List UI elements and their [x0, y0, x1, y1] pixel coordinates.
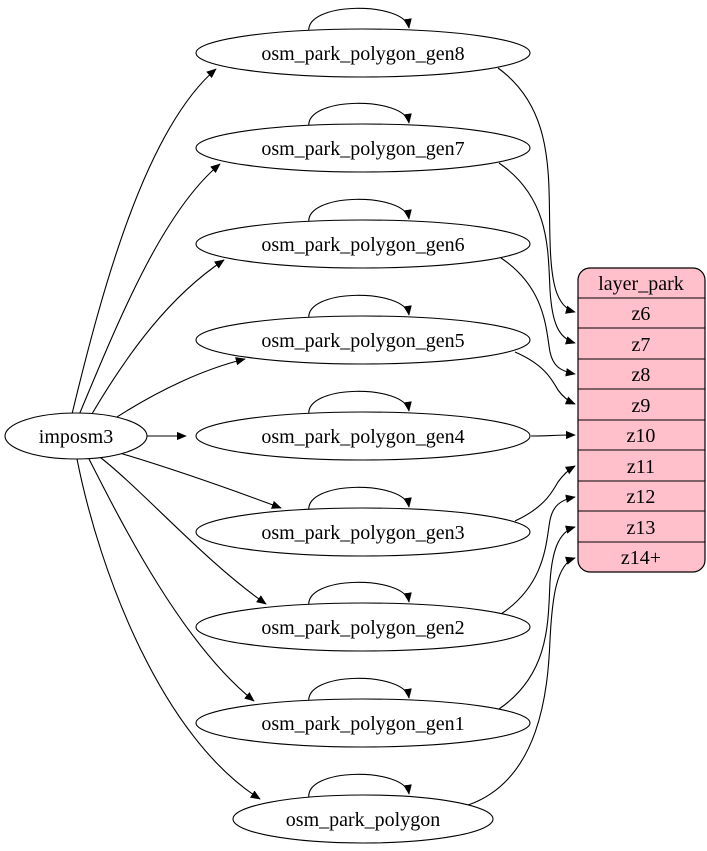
node-osm-park-polygon-gen2: osm_park_polygon_gen2 [195, 602, 531, 652]
node-label: osm_park_polygon_gen4 [261, 426, 464, 448]
node-osm-park-polygon: osm_park_polygon [232, 794, 494, 844]
layer-row-z12: z12 [627, 486, 656, 508]
edge-gen5-to-z9 [514, 351, 576, 405]
node-label: osm_park_polygon_gen3 [261, 522, 464, 544]
edge-gen4-to-z10 [530, 430, 576, 440]
node-label: osm_park_polygon [286, 809, 440, 831]
layer-row-z9: z9 [632, 395, 651, 417]
node-osm-park-polygon-gen3: osm_park_polygon_gen3 [195, 507, 531, 557]
edge-imposm3-to-gen2 [95, 453, 267, 605]
edge-gen6-to-z8 [500, 257, 576, 377]
layer-row-z11: z11 [627, 456, 655, 478]
node-osm-park-polygon-gen4: osm_park_polygon_gen4 [195, 411, 531, 461]
node-osm-park-polygon-gen7: osm_park_polygon_gen7 [195, 123, 531, 173]
node-layer: imposm3 osm_park_polygon_gen8 osm_park_p… [4, 28, 706, 844]
edge-imposm3-to-gen5 [105, 357, 246, 425]
edge-imposm3-to-gen6 [88, 259, 225, 420]
selfloop-gen4 [308, 390, 412, 417]
edge-gen2-to-z12 [500, 494, 576, 615]
node-label: osm_park_polygon_gen5 [261, 330, 464, 352]
selfloop-polygon [308, 773, 412, 800]
selfloop-gen6 [308, 198, 412, 225]
selfloop-gen7 [308, 102, 412, 129]
node-label: osm_park_polygon_gen1 [261, 713, 464, 735]
edge-layer [71, 7, 576, 806]
node-imposm3-label: imposm3 [39, 426, 113, 448]
edge-imposm3-to-gen1 [87, 456, 255, 702]
edge-imposm3-to-gen8 [71, 68, 217, 415]
layer-row-z7: z7 [632, 334, 651, 356]
layer-row-z6: z6 [632, 303, 651, 325]
edge-polygon-to-z14plus [467, 556, 576, 806]
node-label: osm_park_polygon_gen8 [261, 43, 464, 65]
edge-gen7-to-z7 [498, 162, 576, 345]
selfloop-gen5 [308, 294, 412, 321]
node-label: osm_park_polygon_gen7 [261, 138, 464, 160]
node-osm-park-polygon-gen6: osm_park_polygon_gen6 [195, 219, 531, 269]
edge-imposm3-to-gen7 [78, 163, 221, 416]
node-osm-park-polygon-gen1: osm_park_polygon_gen1 [195, 698, 531, 748]
selfloop-gen2 [308, 581, 412, 608]
node-label: osm_park_polygon_gen2 [261, 617, 464, 639]
node-osm-park-polygon-gen5: osm_park_polygon_gen5 [195, 315, 531, 365]
node-imposm3: imposm3 [4, 412, 148, 460]
selfloop-gen8 [308, 7, 412, 34]
layer-row-z10: z10 [627, 425, 656, 447]
layer-park-title: layer_park [598, 273, 684, 295]
edge-imposm3-to-gen3 [105, 448, 282, 509]
node-osm-park-polygon-gen8: osm_park_polygon_gen8 [195, 28, 531, 78]
edge-gen8-to-z6 [497, 67, 576, 314]
layer-row-z14plus: z14+ [621, 547, 661, 569]
edge-gen3-to-z11 [514, 465, 576, 522]
node-label: osm_park_polygon_gen6 [261, 234, 464, 256]
selfloop-gen3 [308, 486, 412, 513]
layer-row-z13: z13 [627, 517, 656, 539]
layer-row-z8: z8 [632, 364, 651, 386]
selfloop-gen1 [308, 677, 412, 704]
edge-gen1-to-z13 [498, 525, 576, 710]
node-layer-park: layer_park z6 z7 z8 z9 z10 z11 z12 z13 z… [577, 267, 706, 573]
edge-imposm3-to-polygon [76, 458, 261, 800]
